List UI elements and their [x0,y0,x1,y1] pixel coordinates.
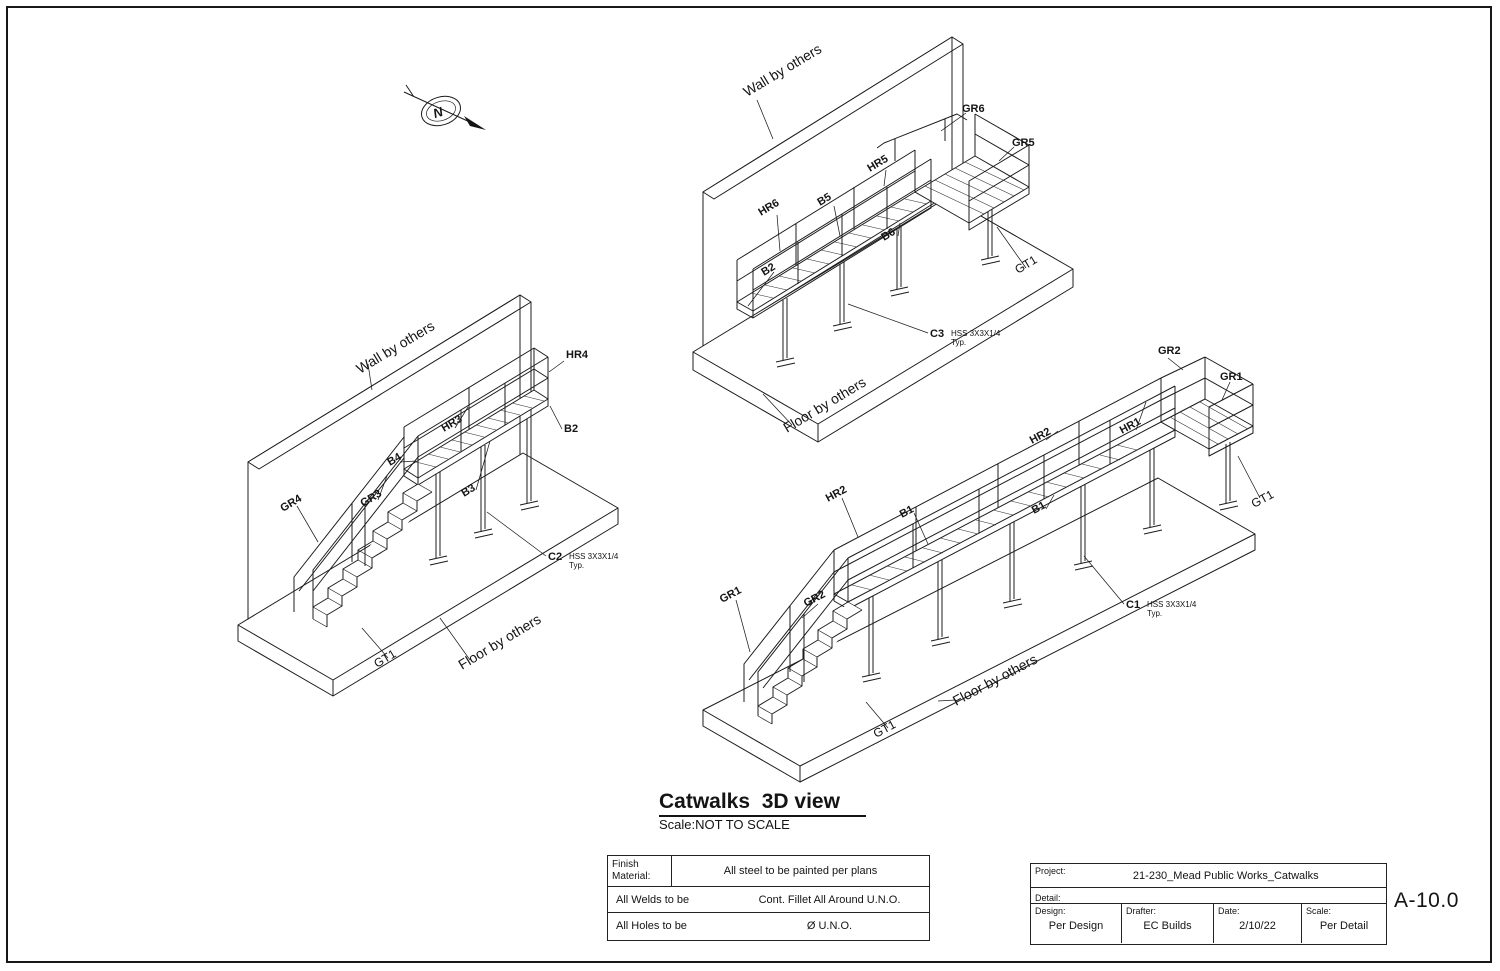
north-arrowhead-icon [464,116,486,130]
scale-cell: Scale: Per Detail [1301,904,1386,943]
drawing-scale-note: Scale:NOT TO SCALE [659,817,790,832]
notes-row-finish: Finish Material: All steel to be painted… [608,856,929,887]
view-wall-catwalk: Wall by others Floor by others GR6 GR5 H… [692,36,1074,443]
floor-thickness [692,269,1074,443]
callout-gr5: GR5 [1012,137,1035,149]
support-posts [861,442,1239,683]
notes-row-welds: All Welds to be Cont. Fillet All Around … [608,887,929,913]
far-handrail [736,149,916,302]
scale-value: Per Detail [1319,920,1369,932]
callout-c1-spec: HSS 3X3X1/4 [1147,600,1197,609]
leader-lines [747,99,1027,426]
callout-b1-left: B1 [898,503,916,520]
deck-thickness [403,399,549,486]
date-value: 2/10/22 [1239,920,1276,932]
stair-treads [757,601,863,725]
drawing-title: Catwalks 3D view [659,790,866,817]
drafter-value: EC Builds [1143,920,1192,932]
holes-value: Ø U.N.O. [806,920,853,932]
holes-label: All Holes to be [616,920,687,932]
callout-c2-spec: HSS 3X3X1/4 [569,552,619,561]
callout-b2: B2 [564,423,578,435]
callout-c1-typ: Typ. [1147,609,1162,618]
support-posts [428,417,540,566]
callout-c2: C2 [548,551,562,563]
landing-rail-gr5 [968,113,1030,223]
wall-by-others-label: Wall by others [740,40,824,99]
north-arrow-inner-ring [426,100,456,122]
north-arrow-shaft [403,84,473,124]
scale-label: Scale: [1306,906,1332,916]
callout-hr2-left: HR2 [824,484,849,505]
callout-gr2-low: GR2 [802,588,828,609]
callout-gr1-low: GR1 [718,584,744,605]
welds-value: Cont. Fillet All Around U.N.O. [758,893,901,906]
title-block-detail-row: Detail: [1031,888,1386,904]
callout-c2-typ: Typ. [569,561,584,570]
sheet-border [6,6,1492,963]
stair-handrails [743,549,849,712]
deck-grating [750,198,928,299]
landing-grating [924,161,1025,215]
date-label: Date: [1218,906,1240,916]
view-long-catwalk: Floor by others GR2 GR1 HR1 HR2 GT1 HR2 … [702,345,1276,783]
floor-thickness [702,534,1256,783]
design-label: Design: [1035,906,1066,916]
support-posts [775,204,1001,368]
callout-gr6: GR6 [962,103,985,115]
deck-thickness [736,201,932,319]
finish-label-line1: Finish [612,859,639,870]
north-arrow: N [403,84,486,130]
welds-label: All Welds to be [616,893,690,906]
project-value: 21-230_Mead Public Works_Catwalks [1132,869,1319,882]
finish-material-label: Finish Material: [608,856,672,886]
floor-by-others-label: Floor by others [455,611,543,673]
design-value: Per Design [1048,920,1104,932]
callout-gt1-right: GT1 [1249,487,1276,510]
north-letter: N [431,104,445,121]
drafter-label: Drafter: [1126,906,1157,916]
landing-thickness [1208,426,1254,457]
callout-c3: C3 [930,328,944,340]
landing-rails [1160,356,1254,449]
project-label: Project: [1035,866,1066,876]
general-notes-table: Finish Material: All steel to be painted… [607,855,930,941]
deck-grating [415,395,545,468]
finish-label-line2: Material: [612,870,651,882]
drafter-cell: Drafter: EC Builds [1121,904,1213,943]
landing-grating [1169,401,1249,445]
far-handrail [403,347,535,469]
date-cell: Date: 2/10/22 [1213,904,1301,943]
title-block-info-row: Design: Per Design Drafter: EC Builds Da… [1031,904,1386,943]
north-arrow-outer-ring [420,95,462,127]
notes-row-holes: All Holes to be Ø U.N.O. [608,913,929,939]
callout-c3-typ: Typ. [951,338,966,347]
finish-material-value: All steel to be painted per plans [723,865,878,877]
leader-lines [735,357,1261,729]
view-stair-catwalk: Wall by others Floor by others HR4 B2 HR… [237,294,619,697]
callout-hr2-top: HR2 [1028,426,1053,447]
stair-handrails [293,435,419,612]
sheet-number: A-10.0 [1394,889,1459,912]
design-cell: Design: Per Design [1031,904,1121,943]
wall-rail-gr6 [876,113,968,161]
callout-c3-spec: HSS 3X3X1/4 [951,329,1001,338]
leader-lines [296,360,565,661]
landing-thickness [968,187,1030,231]
detail-label: Detail: [1035,893,1061,903]
title-block-project-row: Project: 21-230_Mead Public Works_Catwal… [1031,864,1386,888]
title-block: Project: 21-230_Mead Public Works_Catwal… [1030,863,1387,945]
floor-thickness [237,508,619,697]
near-handrail [752,158,932,311]
callout-b1-right: B1 [1030,499,1048,516]
callout-hr4: HR4 [566,349,589,361]
callout-gr2-top: GR2 [1158,345,1181,357]
callout-gr1-top: GR1 [1220,371,1243,383]
callout-c1: C1 [1126,599,1140,611]
